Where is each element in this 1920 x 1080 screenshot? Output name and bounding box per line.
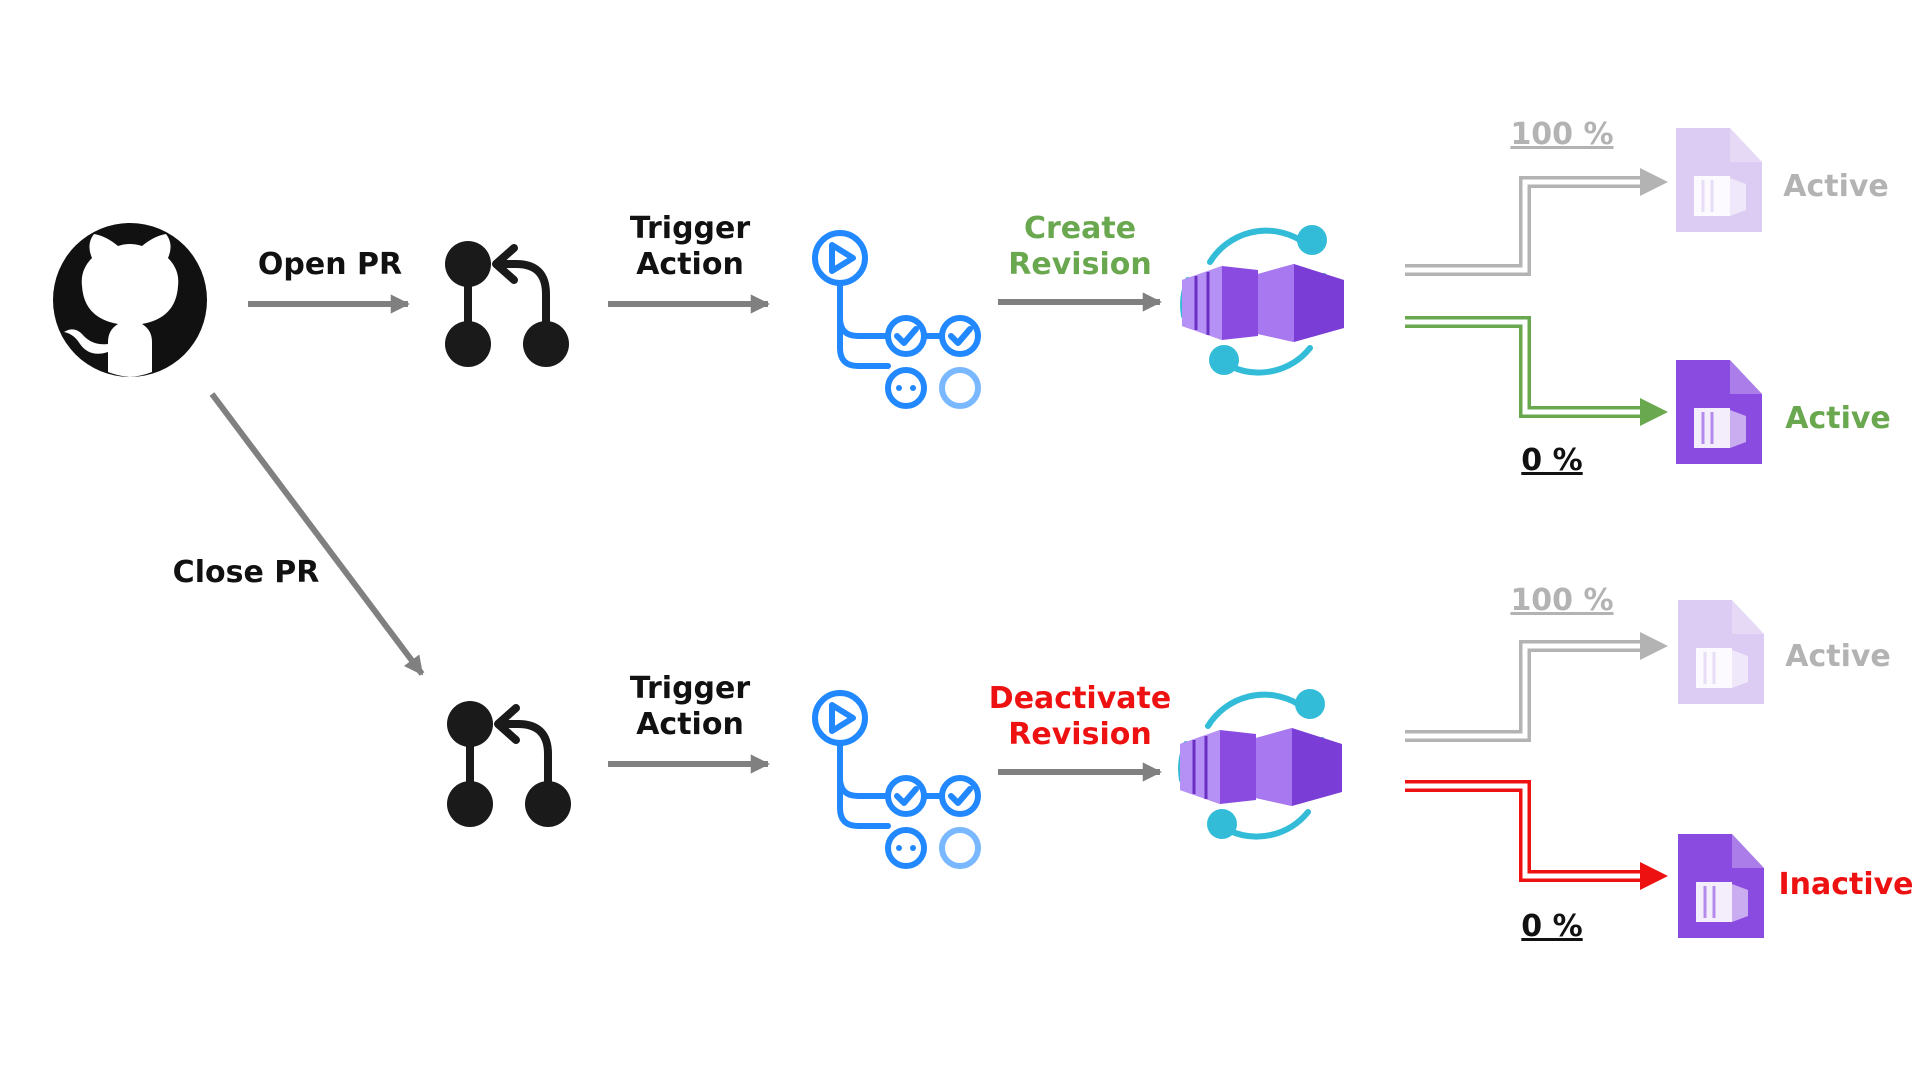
close-pr-label: Close PR	[173, 555, 320, 590]
trigger-label-top: Trigger	[630, 211, 751, 246]
revision-file-icon-new-top	[1674, 358, 1764, 466]
revision-file-icon-old-bottom	[1676, 598, 1766, 706]
open-pr-label: Open PR	[258, 247, 402, 282]
revision-file-icon-old-top	[1674, 126, 1764, 234]
deactivate-label: Deactivate	[989, 681, 1171, 716]
create-label: Create	[1024, 211, 1136, 246]
github-actions-icon-bottom	[815, 693, 978, 866]
action-label-top: Action	[636, 247, 744, 282]
close-pr-arrow	[209, 392, 425, 676]
traffic-route-old-top	[1405, 168, 1668, 276]
revision-label-top: Revision	[1008, 247, 1151, 282]
status-new-bottom: Inactive	[1778, 867, 1913, 902]
container-apps-icon-bottom	[1180, 689, 1342, 839]
status-new-top: Active	[1785, 401, 1891, 436]
traffic-route-old-bottom	[1405, 632, 1668, 742]
github-actions-icon	[815, 233, 978, 406]
percent-old-bottom: 100 %	[1510, 583, 1613, 618]
action-label-bottom: Action	[636, 707, 744, 742]
percent-old-top: 100 %	[1510, 117, 1613, 152]
container-apps-icon	[1182, 225, 1344, 375]
trigger-label-bottom: Trigger	[630, 671, 751, 706]
revision-file-icon-new-bottom	[1676, 832, 1766, 940]
pull-request-icon	[445, 241, 569, 367]
status-old-top: Active	[1783, 169, 1889, 204]
traffic-route-new-top	[1405, 316, 1668, 426]
revision-label-bottom: Revision	[1008, 717, 1151, 752]
percent-new-bottom: 0 %	[1521, 909, 1582, 944]
traffic-route-new-bottom	[1405, 780, 1668, 890]
pull-request-icon-bottom	[447, 701, 571, 827]
github-icon	[53, 223, 207, 377]
status-old-bottom: Active	[1785, 639, 1891, 674]
percent-new-top: 0 %	[1521, 443, 1582, 478]
